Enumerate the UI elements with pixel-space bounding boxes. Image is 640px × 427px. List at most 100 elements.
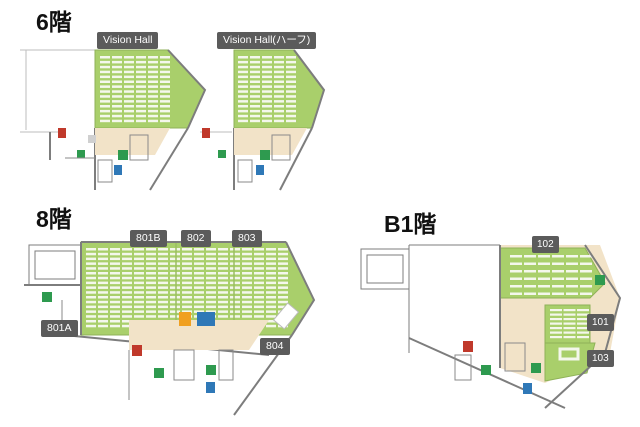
seat-row [98, 252, 108, 256]
seat-row [550, 313, 562, 316]
seat-row [242, 257, 252, 261]
room-label-804[interactable]: 804 [260, 338, 290, 355]
seat-row [580, 277, 592, 280]
seat-row [580, 255, 592, 258]
seat-row [250, 95, 260, 98]
seat-row [250, 75, 260, 79]
seat-row [98, 267, 108, 270]
seat-row [134, 281, 144, 285]
seat-row [160, 109, 170, 113]
seat-row [286, 75, 296, 79]
seat-row [110, 296, 120, 299]
seat-row [86, 310, 96, 313]
seat-row [86, 276, 96, 280]
seat-row [254, 281, 264, 285]
room-label-101[interactable]: 101 [587, 314, 614, 331]
seat-row [286, 65, 296, 69]
seat-row [158, 315, 168, 318]
seat-row [230, 310, 240, 313]
seat-row [278, 252, 288, 256]
seat-row [577, 331, 589, 334]
seat-row [230, 252, 240, 256]
seat-row [100, 114, 110, 118]
seat-row [206, 257, 216, 261]
restroom-multipurpose-icon [118, 150, 128, 160]
seat-row [538, 277, 550, 280]
room-label-102[interactable]: 102 [532, 236, 559, 253]
seat-row [136, 75, 146, 79]
seat-row [182, 262, 192, 265]
room-label-103[interactable]: 103 [587, 350, 614, 367]
restroom-male-icon [523, 383, 532, 394]
room-label-803[interactable]: 803 [232, 230, 262, 247]
seat-row [110, 300, 120, 304]
seat-row [136, 100, 146, 103]
seat-row [242, 291, 252, 294]
floor-b1-plan [355, 243, 630, 413]
seat-row [254, 300, 264, 304]
seat-row [146, 315, 156, 318]
seat-row [510, 277, 522, 280]
seat-row [158, 286, 168, 289]
seat-row [122, 296, 132, 299]
seat-row [242, 315, 252, 318]
seat-row [274, 119, 284, 123]
seat-row [266, 300, 276, 304]
seat-row [134, 257, 144, 261]
seat-row [122, 257, 132, 261]
seat-row [148, 80, 158, 83]
seat-row [158, 248, 168, 251]
seat-row [122, 286, 132, 289]
seat-row [98, 276, 108, 280]
room-label-802[interactable]: 802 [181, 230, 211, 247]
restroom-multipurpose-icon [260, 150, 270, 160]
seat-row [194, 286, 204, 289]
seat-row [146, 248, 156, 251]
seat-row [182, 296, 192, 299]
seat-row [146, 296, 156, 299]
floor-b1-title: B1階 [384, 211, 437, 237]
seat-row [266, 286, 276, 289]
seat-row [146, 281, 156, 285]
seat-row [170, 257, 180, 261]
seat-row [286, 105, 296, 108]
seat-row [112, 100, 122, 103]
seat-row [170, 305, 180, 309]
seat-row [577, 322, 589, 325]
seat-row [238, 109, 248, 113]
seat-row [230, 296, 240, 299]
seat-row [218, 272, 228, 275]
seat-row [206, 310, 216, 313]
room-label-vision-hall-half[interactable]: Vision Hall(ハーフ) [217, 32, 317, 49]
room-label-vision-hall[interactable]: Vision Hall [97, 32, 159, 49]
seat-row [148, 75, 158, 79]
seat-row [266, 315, 276, 318]
seat-row [254, 257, 264, 261]
seat-row [238, 75, 248, 79]
seat-row [98, 248, 108, 251]
seat-row [146, 300, 156, 304]
seat-row [278, 262, 288, 265]
room-label-801b[interactable]: 801B [130, 230, 167, 247]
seat-row [250, 80, 260, 83]
seat-row [286, 80, 296, 83]
seat-row [182, 267, 192, 270]
seat-row [194, 252, 204, 256]
seat-row [230, 281, 240, 285]
seat-row [86, 291, 96, 294]
seat-row [250, 100, 260, 103]
seat-row [98, 262, 108, 265]
seat-row [266, 291, 276, 294]
seat-row [110, 272, 120, 275]
seat-row [274, 109, 284, 113]
seat-row [538, 270, 550, 273]
seat-row [100, 90, 110, 93]
seat-row [124, 95, 134, 98]
seat-row [254, 291, 264, 294]
seat-row [98, 320, 108, 323]
seat-row [86, 281, 96, 285]
seat-row [218, 296, 228, 299]
room-label-801a[interactable]: 801A [41, 320, 78, 337]
seat-row [524, 277, 536, 280]
seat-row [170, 310, 180, 313]
